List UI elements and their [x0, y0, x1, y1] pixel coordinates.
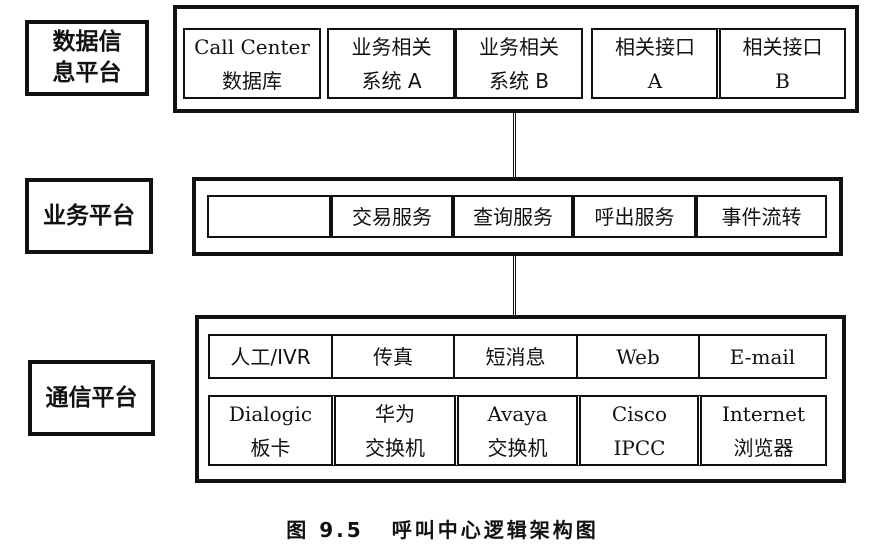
connector-data-to-business — [513, 113, 516, 177]
label-line: 通信平台 — [45, 384, 138, 411]
node-line: Avaya — [487, 401, 548, 426]
node-empty-slot — [207, 195, 331, 238]
node-line: 业务相关 — [351, 34, 432, 59]
label-line: 数据信 — [52, 29, 122, 55]
layer-label-communication-platform: 通信平台 — [28, 360, 155, 436]
node-line: 数据库 — [222, 68, 282, 93]
label-line: 业务平台 — [43, 202, 135, 229]
node-line: 相关接口 — [742, 34, 823, 59]
node-internet-browser: Internet 浏览器 — [697, 395, 827, 466]
node-call-center-database: Call Center 数据库 — [183, 28, 321, 99]
node-fax: 传真 — [331, 334, 455, 379]
node-line: 查询服务 — [473, 204, 553, 229]
node-line: 交易服务 — [352, 204, 432, 229]
label-line: 息平台 — [52, 60, 122, 86]
node-dialogic-board: Dialogic 板卡 — [208, 395, 333, 466]
node-line: B — [775, 68, 790, 93]
node-interface-a: 相关接口 A — [591, 28, 719, 99]
node-line: 事件流转 — [721, 204, 802, 229]
node-line: 呼出服务 — [594, 204, 675, 229]
node-line: IPCC — [613, 435, 666, 460]
node-line: Internet — [722, 401, 805, 426]
node-sms: 短消息 — [453, 334, 578, 379]
node-transaction-service: 交易服务 — [329, 195, 453, 238]
node-outbound-service: 呼出服务 — [571, 195, 696, 238]
node-manual-ivr: 人工/IVR — [208, 334, 333, 379]
node-line: E-mail — [729, 344, 796, 369]
layer-label-business-platform: 业务平台 — [25, 178, 153, 254]
node-line: 人工/IVR — [230, 344, 311, 369]
node-line: 系统 B — [488, 68, 550, 93]
node-line: 交换机 — [365, 435, 425, 460]
node-event-flow: 事件流转 — [694, 195, 827, 238]
connector-business-to-communication — [513, 256, 516, 315]
node-line: 相关接口 — [615, 34, 695, 59]
node-line: 华为 — [375, 401, 415, 426]
node-query-service: 查询服务 — [451, 195, 573, 238]
node-line: Cisco — [611, 401, 668, 426]
figure-caption: 图 9.5 呼叫中心逻辑架构图 — [0, 514, 885, 543]
node-line: 交换机 — [487, 435, 548, 460]
node-business-system-b: 业务相关 系统 B — [453, 28, 583, 99]
node-line: 板卡 — [250, 435, 291, 460]
node-line: Web — [616, 344, 660, 369]
node-line: 短消息 — [485, 344, 546, 369]
node-email: E-mail — [698, 334, 827, 379]
node-line: A — [647, 68, 663, 93]
figure-title: 呼叫中心逻辑架构图 — [391, 518, 599, 542]
node-line: Dialogic — [228, 401, 313, 426]
node-line: 业务相关 — [479, 34, 559, 59]
node-huawei-switch: 华为 交换机 — [331, 395, 456, 466]
node-line: 传真 — [373, 344, 413, 369]
node-line: 系统 A — [361, 68, 422, 93]
node-cisco-ipcc: Cisco IPCC — [576, 395, 700, 466]
layer-label-data-platform: 数据信 息平台 — [25, 20, 149, 96]
node-interface-b: 相关接口 B — [716, 28, 846, 99]
node-line: Call Center — [194, 34, 310, 59]
node-line: 浏览器 — [733, 435, 794, 460]
node-web: Web — [576, 334, 700, 379]
figure-number: 图 9.5 — [286, 518, 364, 542]
node-avaya-switch: Avaya 交换机 — [454, 395, 578, 466]
node-business-system-a: 业务相关 系统 A — [327, 28, 456, 99]
